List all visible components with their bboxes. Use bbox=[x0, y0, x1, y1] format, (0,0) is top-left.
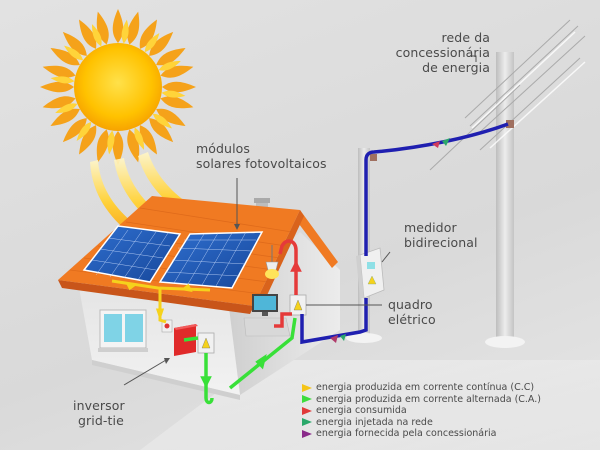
arrow-icon bbox=[302, 383, 312, 392]
solar-panels bbox=[82, 225, 264, 289]
ac-energy-line bbox=[183, 317, 297, 405]
legend-label: energia consumida bbox=[316, 405, 407, 417]
house-pole bbox=[346, 148, 382, 343]
label-line: quadro bbox=[388, 297, 433, 312]
legend-label: energia injetada na rede bbox=[316, 416, 433, 428]
label-bidirectional-meter: medidor bidirecional bbox=[404, 220, 478, 250]
label-line: solares fotovoltaicos bbox=[196, 156, 327, 171]
label-utility-grid: rede da concessionária de energia bbox=[360, 30, 490, 75]
grid-energy-line bbox=[300, 122, 509, 345]
utility-pole bbox=[429, 19, 586, 348]
legend-label: energia produzida em corrente contínua (… bbox=[316, 382, 535, 394]
label-line: concessionária bbox=[395, 45, 490, 60]
arrow-icon bbox=[302, 406, 312, 415]
label-electrical-panel: quadro elétrico bbox=[388, 297, 436, 327]
label-line: elétrico bbox=[388, 312, 436, 327]
label-line: bidirecional bbox=[404, 235, 478, 250]
legend-label: energia fornecida pela concessionária bbox=[316, 428, 497, 440]
dc-energy-line bbox=[111, 279, 211, 324]
label-line: módulos bbox=[196, 141, 251, 156]
label-line: medidor bbox=[404, 220, 457, 235]
legend-label: energia produzida em corrente alternada … bbox=[316, 393, 541, 405]
arrow-icon bbox=[302, 395, 312, 404]
electrical-panel bbox=[197, 294, 307, 354]
consumed-energy-line bbox=[274, 239, 302, 328]
legend-item: energia injetada na rede bbox=[302, 417, 541, 429]
legend-item: energia produzida em corrente contínua (… bbox=[302, 382, 541, 394]
legend-item: energia fornecida pela concessionária bbox=[302, 428, 541, 440]
bidirectional-meter bbox=[356, 247, 385, 299]
arrow-icon bbox=[302, 429, 312, 438]
label-line: rede da bbox=[441, 30, 490, 45]
label-line: de energia bbox=[422, 60, 490, 75]
legend-item: energia produzida em corrente alternada … bbox=[302, 394, 541, 406]
callout-lines bbox=[123, 55, 477, 386]
label-line: inversor bbox=[73, 398, 125, 413]
sun-icon bbox=[40, 9, 196, 165]
legend-item: energia consumida bbox=[302, 405, 541, 417]
label-solar-modules: módulos solares fotovoltaicos bbox=[196, 141, 327, 171]
legend: energia produzida em corrente contínua (… bbox=[302, 382, 541, 440]
label-line: grid-tie bbox=[78, 413, 124, 428]
label-grid-tie-inverter: inversor grid-tie bbox=[73, 398, 125, 428]
arrow-icon bbox=[302, 418, 312, 427]
